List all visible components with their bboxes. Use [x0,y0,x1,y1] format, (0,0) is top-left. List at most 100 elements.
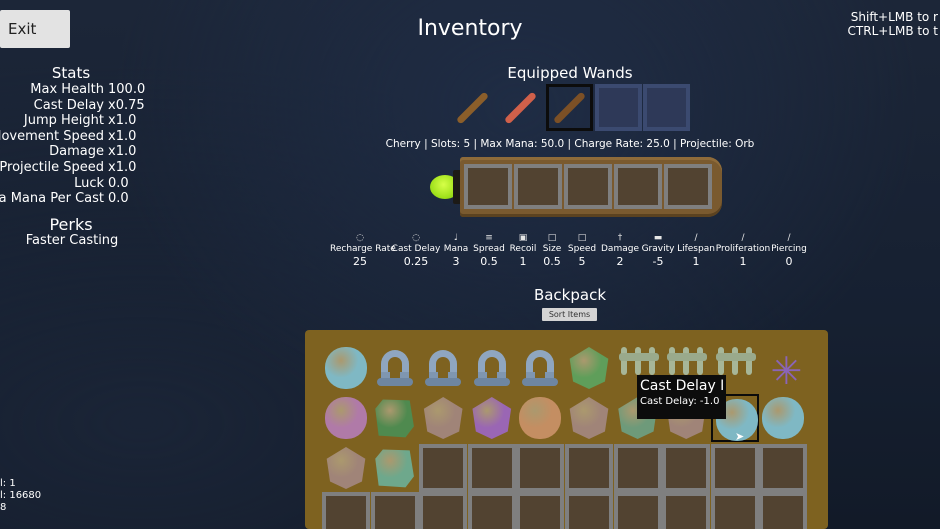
wand-info: Cherry | Slots: 5 | Max Mana: 50.0 | Cha… [385,138,755,150]
backpack-slot-empty[interactable] [467,492,516,529]
backpack-slot-empty[interactable] [613,492,662,529]
tooltip-title: Cast Delay I [640,378,725,394]
wand-stat-value: 5 [578,255,586,268]
backpack-slot-empty[interactable] [759,492,808,529]
bolt-icon [472,348,512,388]
backpack-slot[interactable] [322,344,370,392]
bolt-icon [375,348,415,388]
debug-line: l: 16680 [0,490,42,501]
backpack-slot[interactable] [565,344,613,392]
stat-name: Projectile Speed [0,160,104,175]
wand-stat-label: Gravity [641,244,675,254]
backpack-panel: ✳ [305,330,828,529]
backpack-slot-empty[interactable] [419,492,468,529]
purple-star-icon: ✳ [770,349,803,393]
stat-value: x1.0 [108,160,137,175]
stat-name: Jump Height [23,113,104,129]
backpack-slot[interactable]: ✳ [759,344,807,393]
backpack-slot[interactable] [322,394,370,442]
brown-gem-icon [423,397,463,439]
stat-name: Max Health [30,82,104,97]
backpack-slot[interactable] [759,394,807,442]
wand-icon [503,91,538,125]
backpack-slot[interactable] [468,344,516,392]
stat-row: Projectile Speed x1.0 [0,160,200,176]
exit-button[interactable]: Exit [0,10,70,48]
backpack-slot-empty[interactable] [565,444,613,492]
green-gem-icon [569,347,609,389]
backpack-slot[interactable] [468,394,516,442]
item-tooltip: Cast Delay I Cast Delay: -1.0 [637,375,726,419]
backpack-slot-empty[interactable] [565,492,613,529]
backpack-slot[interactable] [565,394,613,442]
wand-slot[interactable] [449,84,496,131]
pink-orb-icon [325,397,367,439]
empty-wand-slot[interactable] [643,84,690,131]
backpack-slot-empty[interactable] [322,492,370,529]
wand-stat-label: Size [542,244,562,254]
stat-value: 100.0 [108,82,146,97]
equipped-wands-heading: Equipped Wands [507,64,633,82]
mana-icon: ♩ [453,233,459,243]
backpack-slot[interactable] [419,344,467,392]
backpack-slot[interactable] [419,394,467,442]
backpack-slot-empty[interactable] [662,492,711,529]
piercing-icon: ∕ [787,233,791,243]
backpack-slot[interactable] [516,344,564,392]
stat-name: Damage [49,144,104,160]
backpack-slot-empty[interactable] [419,444,468,492]
wand-icon [552,91,587,125]
brown-gem-icon [326,447,366,489]
claw-icon [714,347,756,389]
green-cube-icon [375,449,414,488]
wand-stat-value: 2 [616,255,624,268]
green-cube-icon [375,399,414,438]
stat-value: x1.0 [108,113,137,129]
wand-stat-label: Mana [443,244,469,254]
backpack-slot[interactable] [371,394,419,442]
backpack-slot-empty[interactable] [710,492,759,529]
lifespan-icon: ∕ [694,233,698,243]
backpack-slot-empty[interactable] [516,444,565,492]
perk-item: Faster Casting [25,233,119,248]
wand-slot[interactable] [546,84,593,131]
wand-slot[interactable] [497,84,544,131]
sort-items-button[interactable]: Sort Items [542,308,597,321]
wand-stat-label: Proliferation [715,244,771,254]
wand-spell-slot[interactable] [614,164,662,209]
stat-name: ra Mana Per Cast [0,191,104,207]
wand-stat-value: -5 [652,255,664,268]
backpack-slot-empty[interactable] [370,492,419,529]
clock-icon: ◌ [412,233,420,243]
empty-wand-slot[interactable] [595,84,642,131]
backpack-slot-empty[interactable] [467,444,516,492]
backpack-slot[interactable] [322,444,370,492]
wand-spell-slot[interactable] [564,164,612,209]
bolt-icon [520,348,560,388]
backpack-slot[interactable] [516,394,564,442]
backpack-slot[interactable] [711,344,759,392]
wand-spell-slot[interactable] [464,164,512,209]
backpack-slot[interactable] [371,344,419,392]
backpack-slot-empty[interactable] [710,444,759,492]
wand-stat-label: Damage [601,244,639,254]
backpack-slot-empty[interactable] [662,444,711,492]
tooltip-description: Cast Delay: -1.0 [640,396,720,407]
backpack-slot-empty[interactable] [613,444,662,492]
wand-spell-bar [460,157,722,217]
bolt-icon [423,348,463,388]
backpack-slot[interactable] [371,444,419,492]
wand-spell-slot[interactable] [664,164,712,209]
backpack-slot-empty[interactable] [759,444,808,492]
backpack-slot-empty[interactable] [516,492,565,529]
backpack-slot[interactable] [662,344,710,392]
wand-stat-value: 0.5 [480,255,498,268]
stat-value: 0.0 [108,175,129,191]
backpack-slot[interactable] [614,344,662,392]
wand-spell-slot[interactable] [514,164,562,209]
